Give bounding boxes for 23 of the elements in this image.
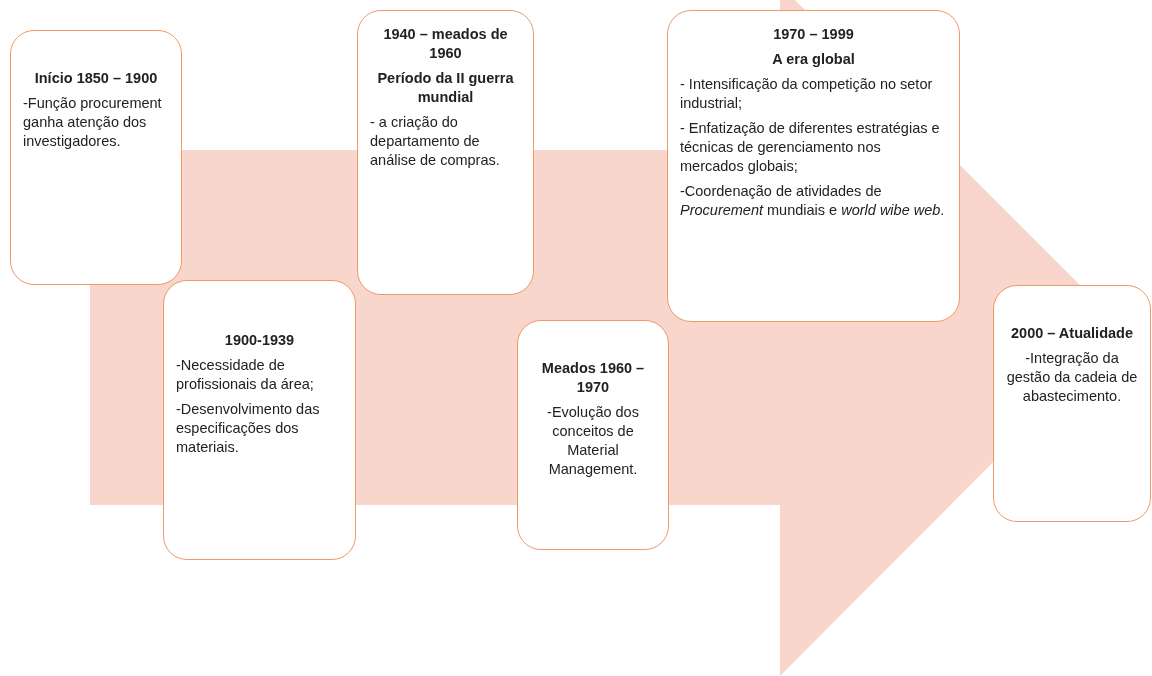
period-heading: A era global — [771, 50, 856, 69]
period-card — [517, 320, 669, 550]
period-heading: Início 1850 – 1900 — [33, 69, 159, 88]
period-card — [10, 30, 182, 285]
period-card — [993, 285, 1151, 522]
description-text: - Enfatização de diferentes estratégias e técnicas de gerenciamento nos mercados globais; — [680, 119, 941, 176]
description-text: -Coordenação de atividades de Procurement mundiais e world wibe web. — [680, 182, 946, 220]
period-card — [357, 10, 534, 295]
description-text: -Evolução dos conceitos de Material Management. — [546, 403, 640, 479]
description-text: -Desenvolvimento das especificações dos materiais. — [176, 400, 321, 457]
period-card — [667, 10, 960, 322]
period-heading: 2000 – Atualidade — [1010, 324, 1134, 343]
description-text: -Integração da gestão da cadeia de abastecimento. — [1006, 349, 1138, 406]
description-text: -Necessidade de profissionais da área; — [176, 356, 315, 394]
period-card — [163, 280, 356, 560]
period-heading: Período da II guerra mundial — [376, 69, 515, 107]
period-heading: 1970 – 1999 — [772, 25, 855, 44]
period-heading: Meados 1960 – 1970 — [540, 359, 646, 397]
period-heading: 1940 – meados de 1960 — [382, 25, 509, 63]
period-heading: 1900-1939 — [223, 331, 296, 350]
description-text: - a criação do departamento de análise de compras. — [370, 113, 501, 170]
description-text: -Função procurement ganha atenção dos investigadores. — [23, 94, 163, 151]
description-text: - Intensificação da competição no setor industrial; — [680, 75, 934, 113]
